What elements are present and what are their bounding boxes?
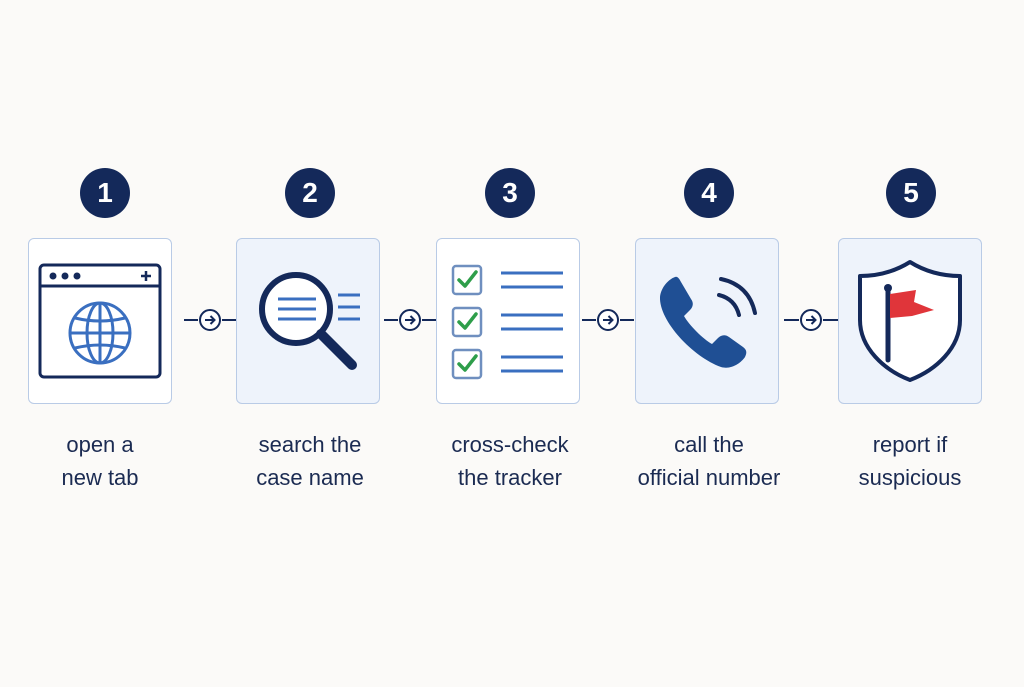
step-5-badge: 5 [886,168,936,218]
step-1-card [28,238,172,404]
magnifier-search-icon [259,272,360,370]
step-1-badge: 1 [80,168,130,218]
shield-flag-icon [858,260,962,382]
step-2-caption: search the case name [210,428,410,494]
arrow-connector-3 [582,309,634,331]
step-3-caption-line2: the tracker [458,465,562,490]
step-2-caption-line1: search the [258,432,362,457]
step-5-caption: report if suspicious [810,428,1010,494]
arrow-connector-2 [384,309,436,331]
step-5-card [838,238,982,404]
step-1-caption: open a new tab [0,428,200,494]
step-2-badge: 2 [285,168,335,218]
step-3-caption: cross-check the tracker [410,428,610,494]
step-1-caption-line1: open a [66,432,134,457]
step-5-caption-line1: report if [872,432,948,457]
step-3-badge: 3 [485,168,535,218]
step-3-caption-line1: cross-check [451,432,569,457]
step-4-caption: call the official number [609,428,809,494]
browser-globe-icon [38,263,162,379]
step-4-badge: 4 [684,168,734,218]
checklist-icon [451,264,563,380]
step-4-caption-line2: official number [637,465,781,490]
arrow-connector-1 [184,309,236,331]
step-2-caption-line2: case name [256,465,364,490]
step-4-caption-line1: call the [674,432,744,457]
step-4-card [635,238,779,404]
step-5-caption-line2: suspicious [858,465,962,490]
step-1-caption-line2: new tab [61,465,139,490]
phone-call-icon [659,276,757,368]
step-3-card [436,238,580,404]
arrow-connector-4 [784,309,838,331]
step-2-card [236,238,380,404]
